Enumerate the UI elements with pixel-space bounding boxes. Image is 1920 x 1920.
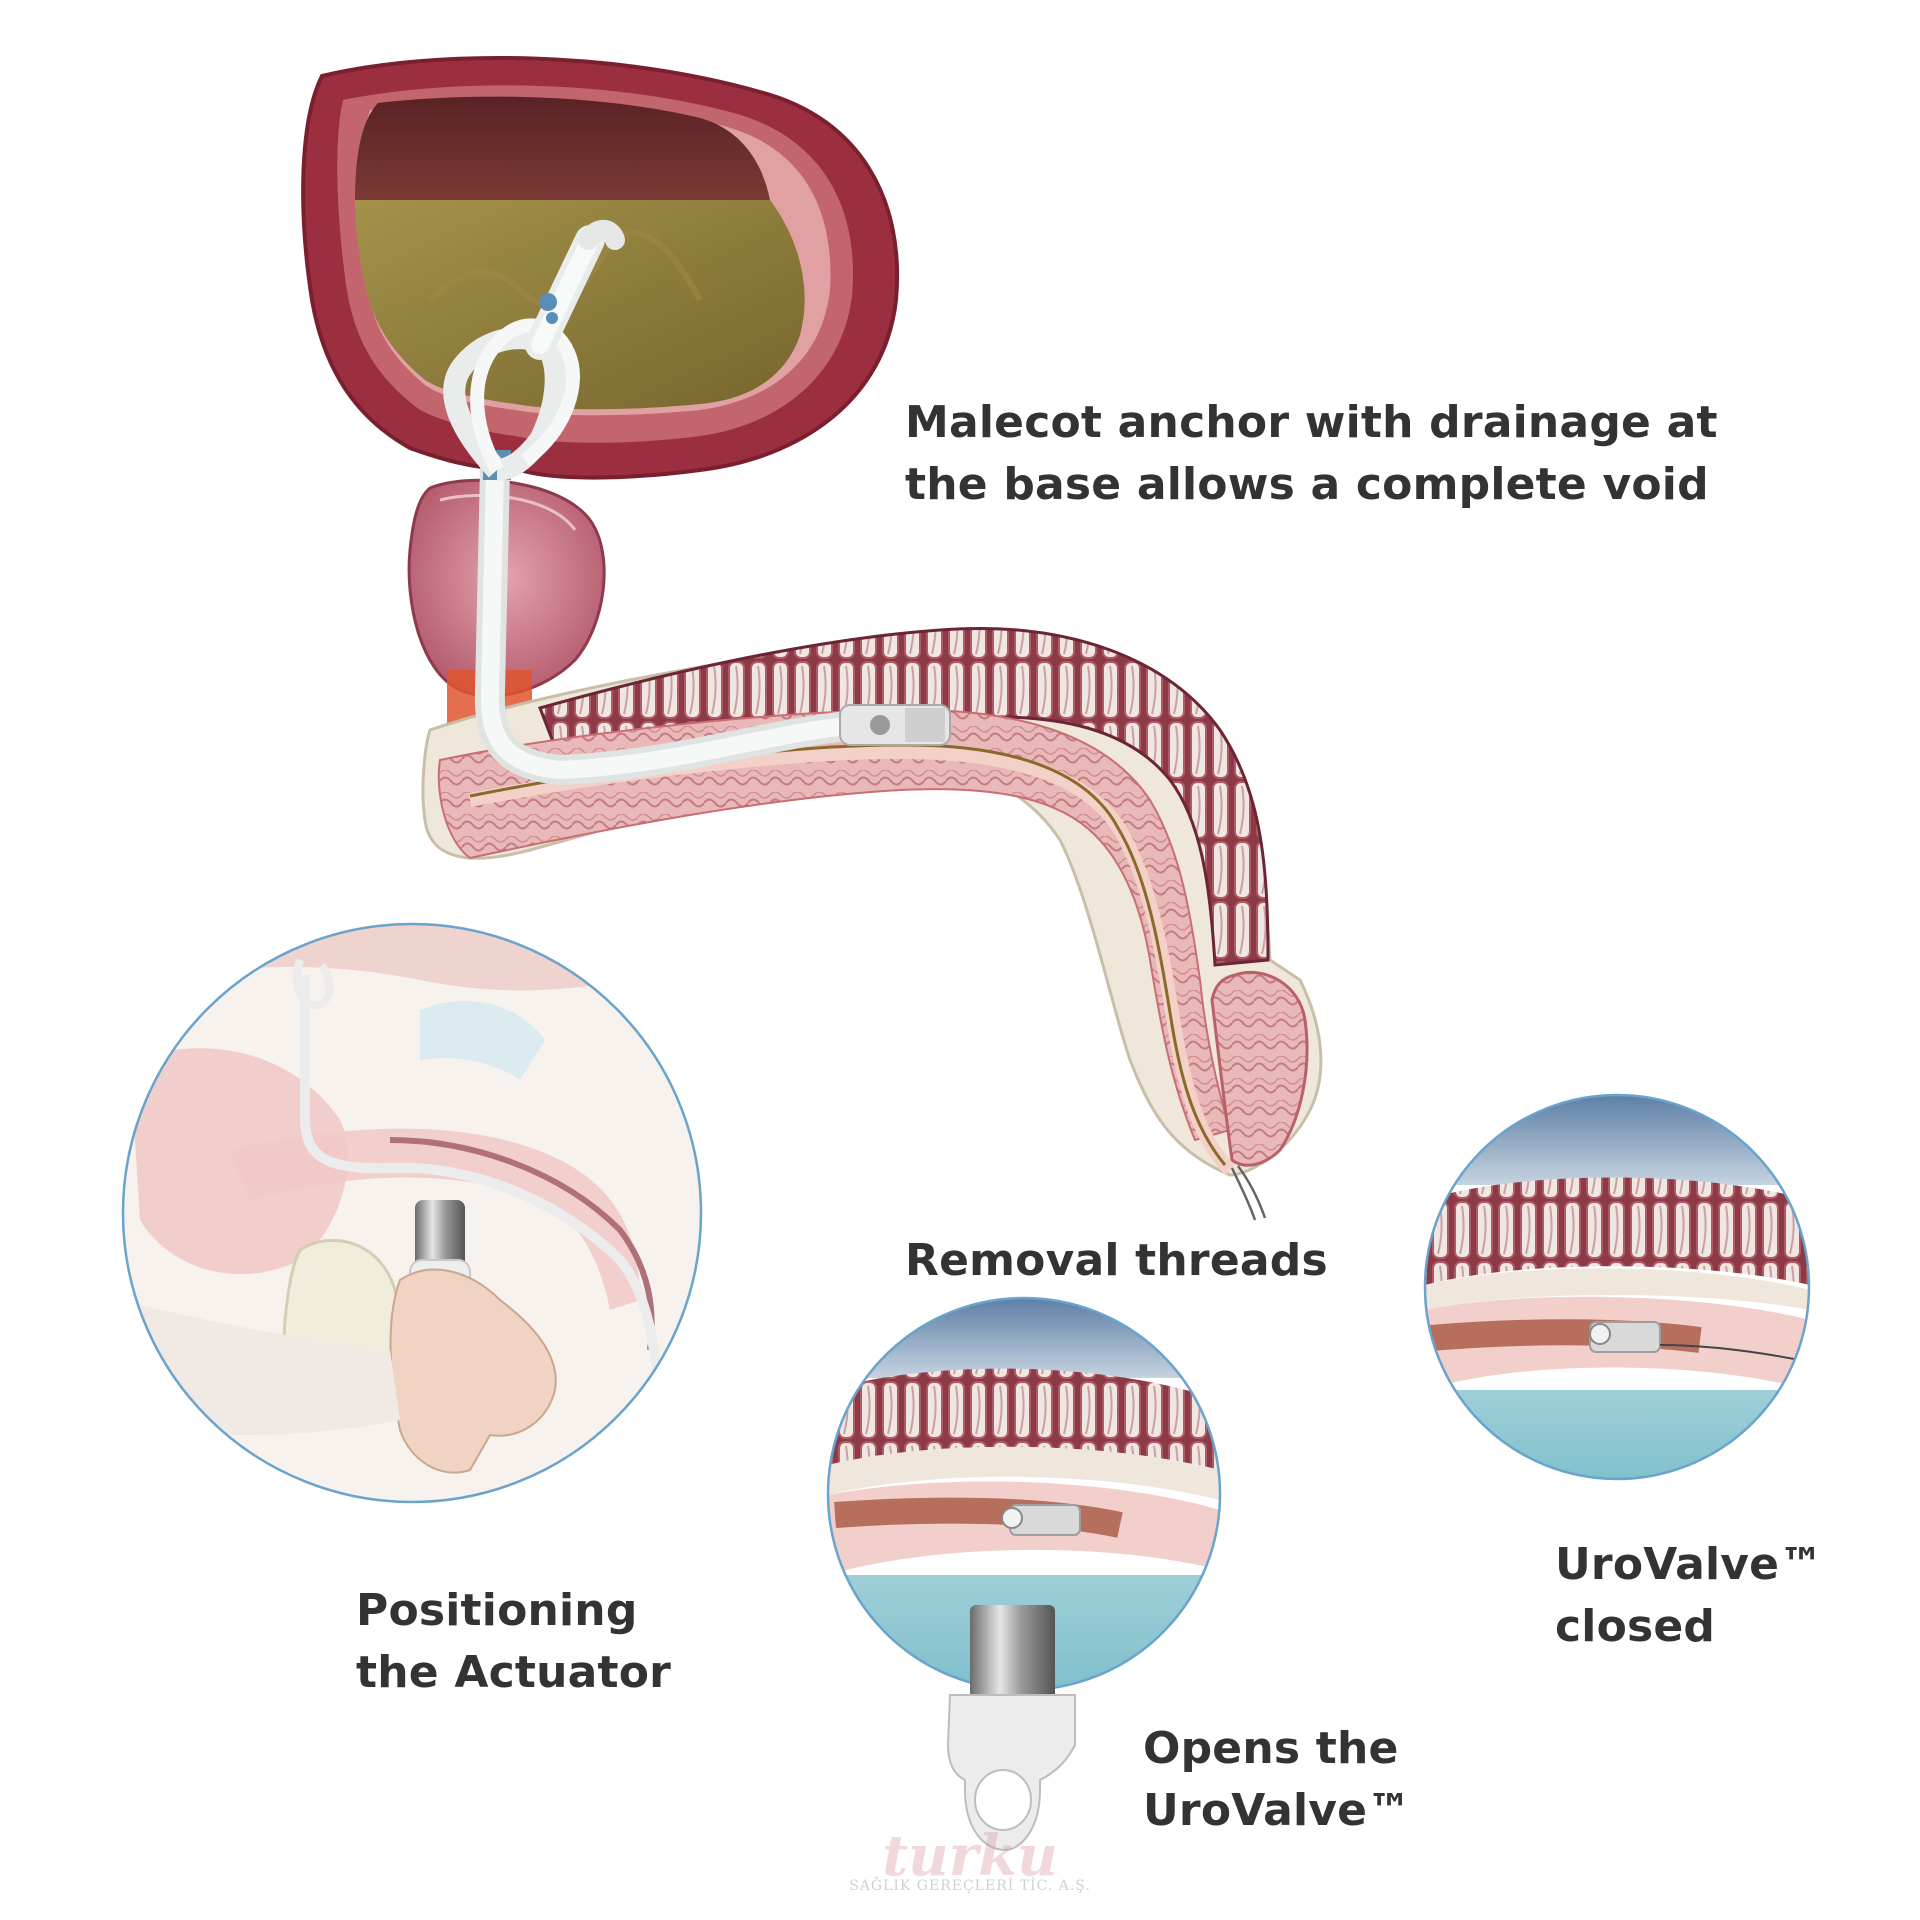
label-closed-line2: closed xyxy=(1555,1601,1716,1652)
label-closed-line1: UroValve™ xyxy=(1555,1539,1824,1590)
actuator xyxy=(946,1605,1076,1852)
label-opens-line1: Opens the xyxy=(1143,1723,1399,1774)
bladder xyxy=(301,55,899,480)
label-malecot-line1: Malecot anchor with drainage at xyxy=(905,397,1718,448)
label-opens-valve: Opens the UroValve™ xyxy=(1143,1718,1411,1842)
label-removal-text: Removal threads xyxy=(905,1235,1328,1286)
label-removal-threads: Removal threads xyxy=(905,1230,1328,1292)
label-positioning-actuator: Positioning the Actuator xyxy=(356,1580,671,1704)
watermark-logo: turku SAĞLIK GEREÇLERİ TİC. A.Ş. xyxy=(840,1828,1100,1894)
label-malecot-anchor: Malecot anchor with drainage at the base… xyxy=(905,392,1718,516)
watermark-subtitle: SAĞLIK GEREÇLERİ TİC. A.Ş. xyxy=(849,1878,1091,1894)
label-valve-closed: UroValve™ closed xyxy=(1555,1534,1823,1658)
inset-valve-closed xyxy=(1423,1093,1811,1481)
watermark-brand: turku xyxy=(882,1823,1058,1889)
catheter xyxy=(474,450,951,786)
inset-positioning xyxy=(121,922,703,1504)
urovalve xyxy=(839,704,951,746)
malecot-anchor xyxy=(443,219,625,481)
label-malecot-line2: the base allows a complete void xyxy=(905,459,1709,510)
label-positioning-line1: Positioning xyxy=(356,1585,638,1636)
label-positioning-line2: the Actuator xyxy=(356,1647,672,1698)
label-opens-line2: UroValve™ xyxy=(1143,1785,1412,1836)
